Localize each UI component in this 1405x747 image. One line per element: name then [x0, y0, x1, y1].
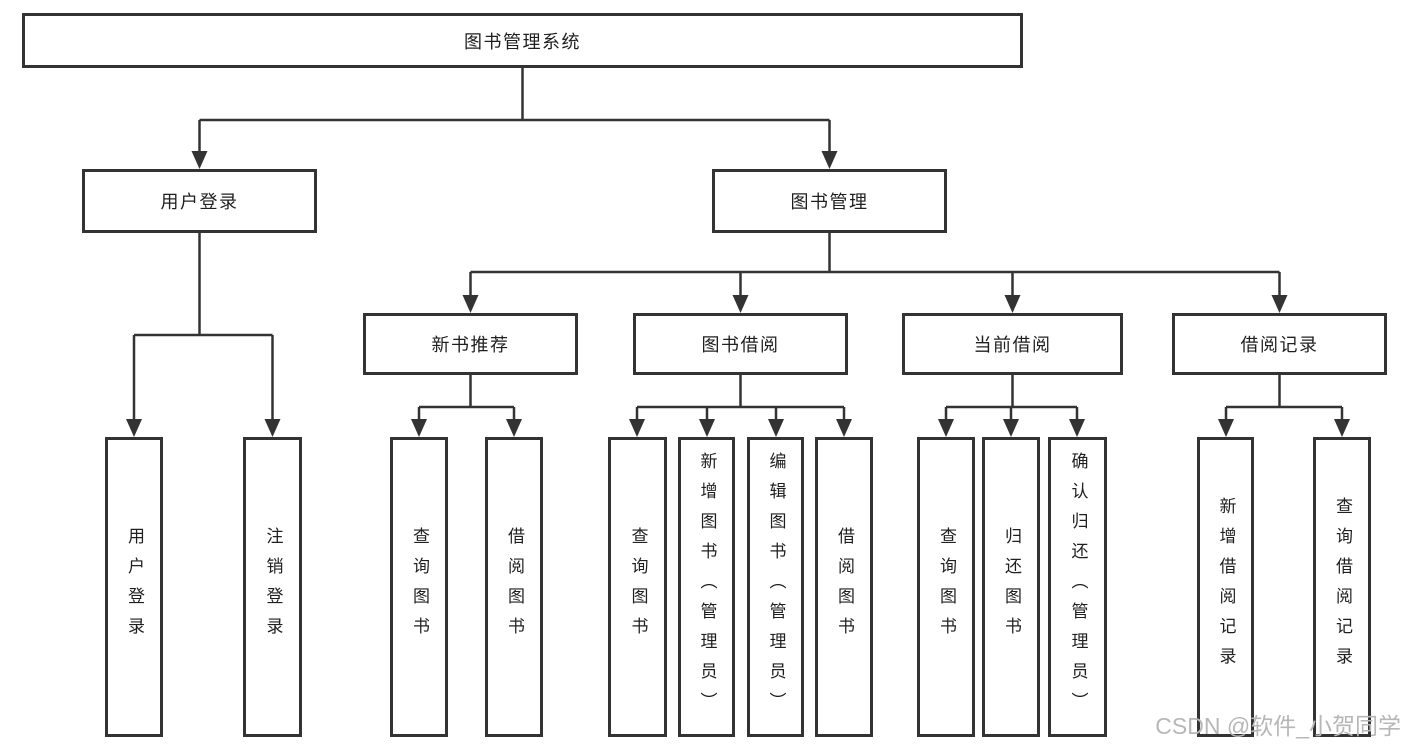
node-label: 新书推荐 — [431, 335, 510, 355]
leaf-borrow-book: 借阅图书 — [815, 437, 873, 737]
node-label: 图书借阅 — [701, 335, 780, 355]
node-current-borrow: 当前借阅 — [902, 313, 1123, 375]
node-label: 查询图书 — [937, 527, 956, 647]
node-book-borrow: 图书借阅 — [633, 313, 848, 375]
leaf-return-book: 归还图书 — [982, 437, 1040, 737]
node-label: 借阅图书 — [835, 527, 854, 647]
leaf-confirm-return: 确认归还（管理员） — [1048, 437, 1107, 737]
leaf-logout: 注销登录 — [243, 437, 302, 737]
leaf-borrow-book-recommend: 借阅图书 — [485, 437, 543, 737]
edge-current-borrow — [944, 375, 1079, 420]
node-label: 图书管理系统 — [464, 31, 581, 52]
node-label: 归还图书 — [1002, 527, 1021, 647]
node-borrow-records: 借阅记录 — [1172, 313, 1387, 375]
leaf-query-book-recommend: 查询图书 — [390, 437, 448, 737]
node-label: 用户登录 — [125, 527, 144, 647]
leaf-query-book-borrow: 查询图书 — [608, 437, 667, 737]
node-new-book-recommend: 新书推荐 — [363, 313, 578, 375]
node-label: 查询图书 — [410, 527, 429, 647]
node-label: 编辑图书（管理员） — [766, 452, 786, 722]
node-label: 借阅记录 — [1240, 335, 1319, 355]
edge-book-borrow — [635, 375, 846, 420]
node-label: 当前借阅 — [973, 335, 1052, 355]
leaf-add-borrow-record: 新增借阅记录 — [1197, 437, 1254, 737]
node-label: 用户登录 — [160, 192, 239, 212]
node-label: 查询借阅记录 — [1333, 497, 1352, 677]
node-user-login: 用户登录 — [82, 169, 317, 233]
node-label: 新增借阅记录 — [1216, 497, 1236, 677]
leaf-query-book-current: 查询图书 — [917, 437, 975, 737]
node-label: 查询图书 — [628, 527, 648, 647]
leaf-edit-book: 编辑图书（管理员） — [747, 437, 804, 737]
edge-book-management — [469, 233, 1281, 296]
node-label: 借阅图书 — [505, 527, 524, 647]
node-label: 图书管理 — [790, 192, 869, 212]
node-label: 注销登录 — [263, 527, 283, 647]
edge-user-login — [132, 233, 274, 420]
leaf-user-login: 用户登录 — [105, 437, 163, 737]
leaf-query-borrow-record: 查询借阅记录 — [1313, 437, 1371, 737]
node-label: 新增图书（管理员） — [697, 452, 717, 722]
edge-borrow-records — [1224, 375, 1344, 420]
edge-new-book-recommend — [417, 375, 516, 420]
leaf-add-book: 新增图书（管理员） — [678, 437, 735, 737]
edge-root — [198, 68, 831, 152]
node-library-system: 图书管理系统 — [22, 13, 1023, 68]
arrowheads — [126, 151, 1350, 437]
node-book-management: 图书管理 — [712, 169, 947, 233]
node-label: 确认归还（管理员） — [1068, 452, 1088, 722]
watermark-text: CSDN @软件_小贺同学 — [1155, 713, 1401, 739]
